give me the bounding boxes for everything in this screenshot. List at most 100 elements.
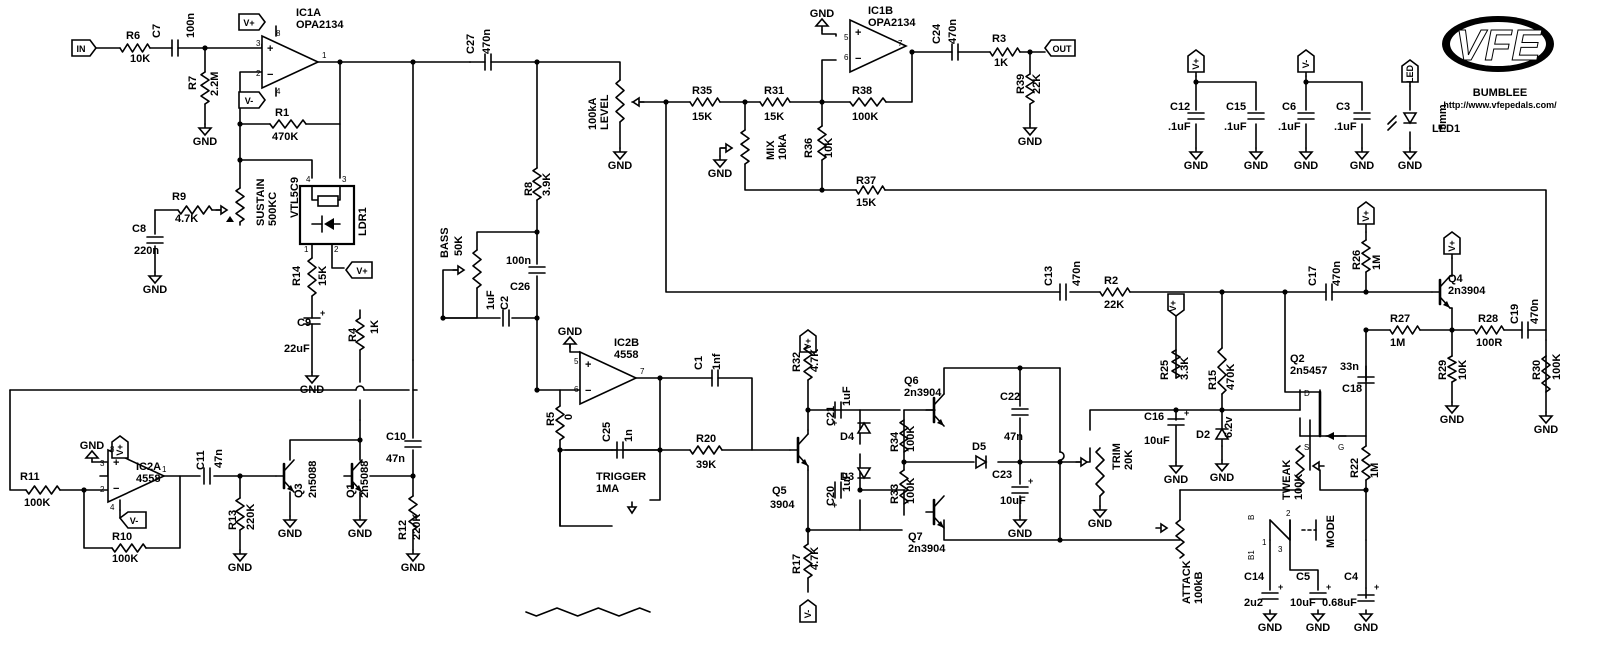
resistor-ref: R5 xyxy=(545,412,557,426)
inv-mark: − xyxy=(855,53,861,65)
wire-crossover xyxy=(1059,451,1065,461)
label: D xyxy=(1304,389,1310,398)
resistor-ref: R38 xyxy=(852,85,872,97)
junction-dot xyxy=(1193,79,1199,85)
junction-dot xyxy=(742,99,748,105)
wire xyxy=(9,389,27,491)
resistor-ref: R9 xyxy=(172,191,186,203)
label: 4 xyxy=(276,87,281,96)
resistor-value: 1K xyxy=(994,57,1008,69)
capacitor-ref: C8 xyxy=(132,223,146,235)
capacitor-value: 0.68uF xyxy=(1322,597,1357,609)
gnd-symbol: GND xyxy=(810,8,834,31)
opamp-part: OPA2134 xyxy=(296,19,344,31)
gnd-label: GND xyxy=(1398,160,1423,172)
junction-dot xyxy=(1057,537,1063,543)
pot-name: BASS xyxy=(439,227,451,258)
junction-dot xyxy=(1057,459,1063,465)
resistor-value: 470K xyxy=(1225,364,1237,390)
gnd-symbol: GND xyxy=(401,549,425,574)
resistor-value: 10K xyxy=(130,53,150,65)
polarity-mark: + xyxy=(1278,582,1283,592)
gnd-symbol: GND xyxy=(80,440,104,463)
power-tag-vp1: V+ xyxy=(238,13,266,31)
wire xyxy=(490,61,621,81)
transistor-ref: Q5 xyxy=(772,485,787,497)
resistor-ref: R34 xyxy=(889,431,901,452)
pot-value: 10kA xyxy=(777,134,789,160)
gnd-label: GND xyxy=(278,528,303,540)
power-tag-vp3: V+ xyxy=(111,435,129,459)
label: 3 xyxy=(342,175,347,184)
power-label: V+ xyxy=(1361,210,1371,221)
output-label: OUT xyxy=(1053,44,1073,54)
gnd-symbol: GND xyxy=(143,271,167,296)
junction-dot xyxy=(410,473,416,479)
input-label: IN xyxy=(77,44,86,54)
resistor-value: 2.2M xyxy=(209,72,221,96)
gnd-symbol: GND xyxy=(558,326,582,349)
resistor-value: 15K xyxy=(764,111,784,123)
resistor-ref: R7 xyxy=(187,76,199,90)
transistor-part: 2n3904 xyxy=(904,387,942,399)
gnd-symbol: GND xyxy=(1244,147,1268,172)
junction-dot xyxy=(657,447,663,453)
gnd-symbol: GND xyxy=(1210,459,1234,484)
opamp-ref: IC1A xyxy=(296,7,321,19)
power-tag-led: LED xyxy=(1401,59,1419,83)
resistor-ref: R8 xyxy=(523,182,535,196)
junction-dot xyxy=(657,375,663,381)
label: 2 xyxy=(100,485,105,494)
resistor-body xyxy=(1541,355,1551,393)
power-tag-vp5: V+ xyxy=(1167,293,1185,317)
label: 4 xyxy=(306,175,311,184)
label: 3 xyxy=(256,39,261,48)
resistor-value: 100R xyxy=(1476,337,1502,349)
resistor-body xyxy=(1473,325,1505,335)
gnd-symbol: GND xyxy=(1258,609,1282,634)
label: 1 xyxy=(304,245,309,254)
resistor-ref: R12 xyxy=(397,520,409,540)
resistor-body xyxy=(119,43,151,53)
transistor-ref: Q4 xyxy=(1448,273,1464,285)
capacitor-ref: C26 xyxy=(510,281,530,293)
resistor-ref: R17 xyxy=(791,554,803,574)
capacitor-ref: C11 xyxy=(195,450,207,470)
power-label: V+ xyxy=(243,18,254,28)
capacitor-c12: C12.1uF xyxy=(1168,101,1205,133)
polarity-mark: + xyxy=(320,308,325,318)
capacitor-ref: C7 xyxy=(151,24,163,38)
resistor-body xyxy=(899,419,909,453)
junction-dot xyxy=(1363,327,1369,333)
wire xyxy=(631,101,1061,293)
capacitor-value: 1uF xyxy=(841,386,853,406)
noninv-mark: + xyxy=(267,43,273,55)
diode-d5: D5 xyxy=(972,441,988,470)
resistor-ref: R29 xyxy=(1437,360,1449,380)
wire xyxy=(1059,447,1091,463)
wire xyxy=(145,475,181,549)
junction-dot xyxy=(805,527,811,533)
power-label: V+ xyxy=(356,266,367,276)
resistor-r9: R94.7K xyxy=(172,191,213,225)
resistor-ref: R15 xyxy=(1207,370,1219,390)
capacitor-value: 470n xyxy=(947,19,959,44)
capacitor-ref: C27 xyxy=(465,34,477,54)
label: 5 xyxy=(844,33,849,42)
junction-dot xyxy=(819,187,825,193)
diode-d4: D4 xyxy=(840,421,872,443)
wire xyxy=(239,123,313,179)
transistor-ref: Q1 xyxy=(345,483,357,498)
gnd-label: GND xyxy=(1354,622,1379,634)
resistor-ref: R4 xyxy=(347,327,359,342)
